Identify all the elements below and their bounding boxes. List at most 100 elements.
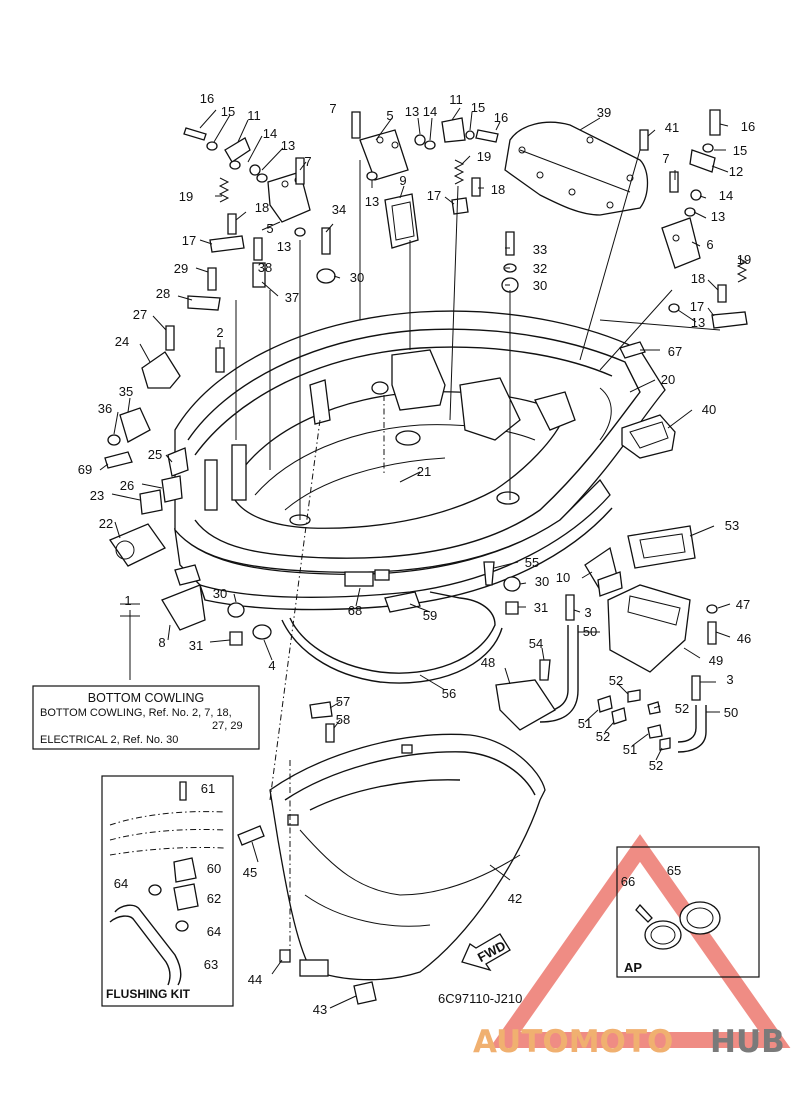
callout-16: 16 [741,119,755,134]
legend-line-2: 27, 29 [212,720,243,732]
diagram-code: 6C97110-J210 [438,991,522,1006]
callout-30: 30 [533,278,547,293]
callout-18: 18 [255,200,269,215]
callout-54: 54 [529,636,543,651]
callout-13: 13 [365,194,379,209]
callout-9: 9 [399,173,406,188]
callout-5: 5 [266,221,273,236]
legend-line-3: ELECTRICAL 2, Ref. No. 30 [40,734,178,746]
callout-14: 14 [423,104,437,119]
callout-14: 14 [719,188,733,203]
callout-2: 2 [216,325,223,340]
callout-15: 15 [471,100,485,115]
callout-18: 18 [491,182,505,197]
callout-7: 7 [662,151,669,166]
ap-box: AP [616,846,760,978]
callout-52: 52 [649,758,663,773]
callout-62: 62 [207,891,221,906]
callout-10: 10 [556,570,570,585]
callout-24: 24 [115,334,129,349]
callout-13: 13 [281,138,295,153]
callout-15: 15 [221,104,235,119]
callout-11: 11 [449,92,463,107]
callout-5: 5 [386,108,393,123]
callout-58: 58 [336,712,350,727]
callout-39: 39 [597,105,611,120]
callout-31: 31 [189,638,203,653]
seal-40 [621,414,676,459]
callout-29: 29 [174,261,188,276]
leader-lines [99,107,744,1009]
callout-57: 57 [336,694,350,709]
label-67 [619,341,646,359]
callout-19: 19 [477,149,491,164]
callout-27: 27 [133,307,147,322]
callout-52: 52 [596,729,610,744]
callout-13: 13 [405,104,419,119]
legend-line-1: BOTTOM COWLING, Ref. No. 2, 7, 18, [40,707,232,719]
callout-59: 59 [423,608,437,623]
callout-46: 46 [737,631,751,646]
callout-13: 13 [691,315,705,330]
callout-7: 7 [304,154,311,169]
callout-30: 30 [350,270,364,285]
callout-34: 34 [332,202,346,217]
callout-50: 50 [583,624,597,639]
watermark-triangle [489,834,791,1048]
callout-32: 32 [533,261,547,276]
callout-30: 30 [213,586,227,601]
ap-label: AP [624,960,642,975]
callout-6: 6 [706,237,713,252]
callout-13: 13 [277,239,291,254]
callout-13: 13 [711,209,725,224]
callout-42: 42 [508,891,522,906]
callout-15: 15 [733,143,747,158]
callout-38: 38 [258,260,272,275]
callout-28: 28 [156,286,170,301]
cover-39 [504,121,649,216]
callout-64: 64 [114,876,128,891]
legend-title: BOTTOM COWLING [88,691,204,705]
callout-49: 49 [709,653,723,668]
callout-17: 17 [427,188,441,203]
watermark-part-2: HUB [710,1024,785,1060]
legend-box: BOTTOM COWLING BOTTOM COWLING, Ref. No. … [32,615,260,750]
callout-36: 36 [98,401,112,416]
callout-68: 68 [348,603,362,618]
callout-64: 64 [207,924,221,939]
flushing-kit-title: FLUSHING KIT [106,987,191,1001]
callout-8: 8 [158,635,165,650]
callout-18: 18 [691,271,705,286]
callout-63: 63 [204,957,218,972]
callout-37: 37 [285,290,299,305]
callout-22: 22 [99,516,113,531]
callout-40: 40 [702,402,716,417]
callout-67: 67 [668,344,682,359]
bottom-cowling-body [174,310,666,611]
callout-45: 45 [243,865,257,880]
callout-55: 55 [525,555,539,570]
callout-52: 52 [609,673,623,688]
watermark-part-1: AUTOMOTO [473,1024,673,1060]
callout-33: 33 [533,242,547,257]
callout-51: 51 [623,742,637,757]
callout-26: 26 [120,478,134,493]
callout-17: 17 [690,299,704,314]
callout-16: 16 [494,110,508,125]
callout-56: 56 [442,686,456,701]
callout-3: 3 [584,605,591,620]
flushing-kit-box: FLUSHING KIT [101,775,234,1007]
callout-51: 51 [578,716,592,731]
callout-1: 1 [124,593,131,608]
callout-41: 41 [665,120,679,135]
callout-43: 43 [313,1002,327,1017]
callout-48: 48 [481,655,495,670]
callout-50: 50 [724,705,738,720]
callout-11: 11 [247,108,261,123]
callout-7: 7 [329,101,336,116]
callout-17: 17 [182,233,196,248]
callout-14: 14 [263,126,277,141]
callout-44: 44 [248,972,262,987]
